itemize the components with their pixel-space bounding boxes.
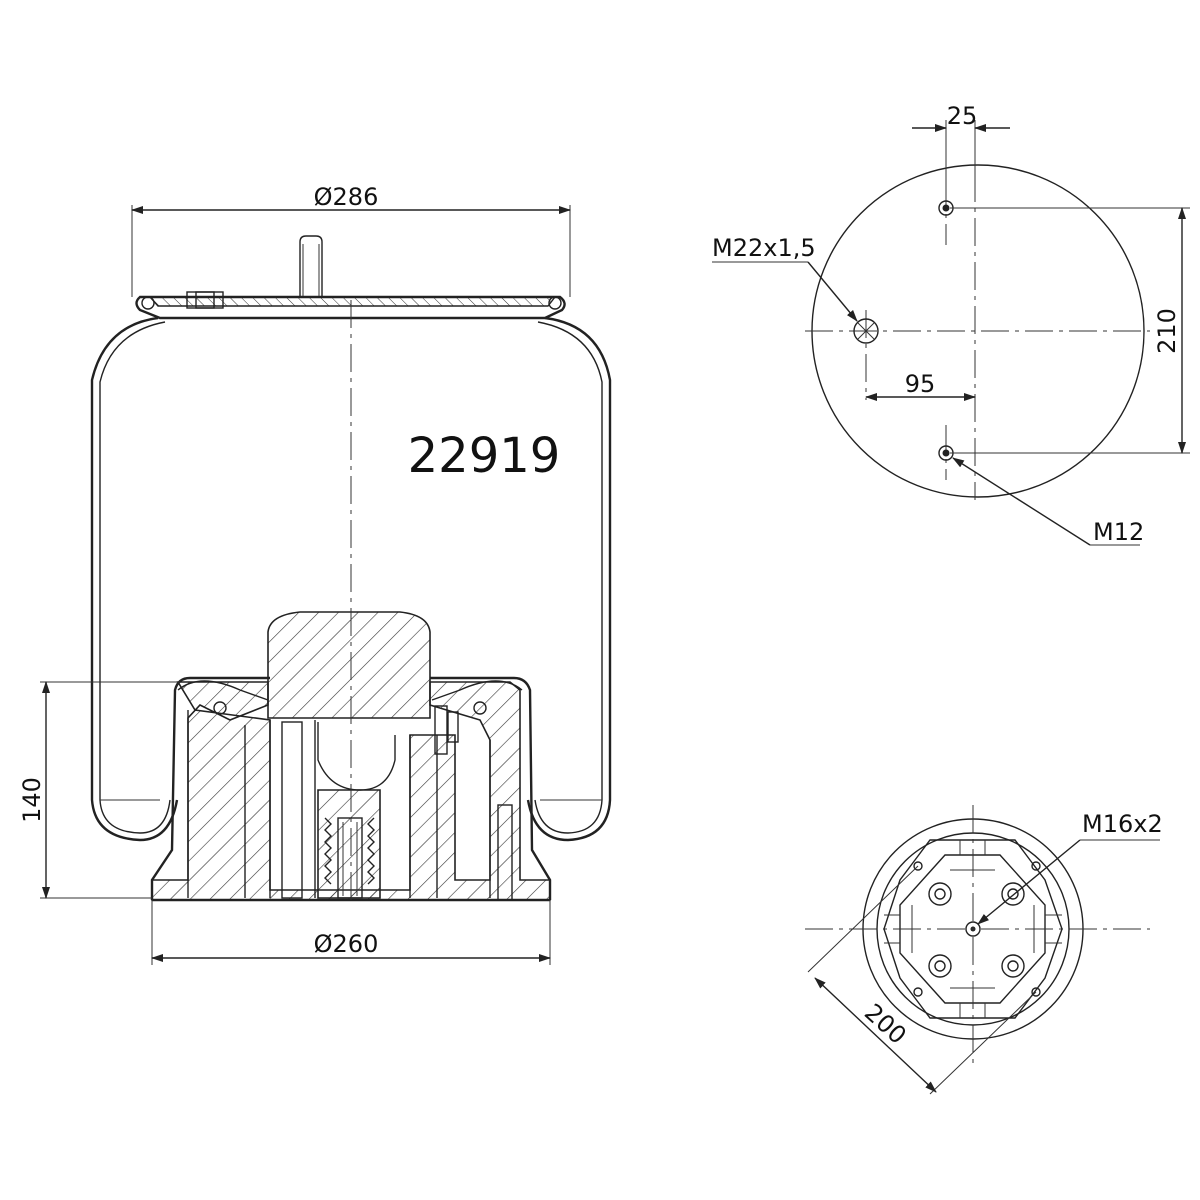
offset-95-label: 95 bbox=[905, 370, 936, 398]
dim-spacing-210: 210 bbox=[950, 207, 1190, 454]
height-label: 140 bbox=[18, 777, 46, 823]
bottom-diameter-label: Ø260 bbox=[314, 930, 379, 958]
side-view: Ø286 Ø260 140 22919 bbox=[18, 183, 612, 965]
dim-bottom-diameter: Ø260 bbox=[151, 900, 551, 965]
top-diameter-label: Ø286 bbox=[314, 183, 379, 211]
offset-25-label: 25 bbox=[947, 102, 978, 130]
dim-height: 140 bbox=[18, 681, 180, 899]
bolt-circle-200-label: 200 bbox=[859, 998, 912, 1049]
top-stud bbox=[299, 235, 323, 298]
dim-top-diameter: Ø286 bbox=[131, 183, 571, 297]
air-fitting-hole bbox=[853, 318, 879, 344]
bottom-bolt-thread-label: M16x2 bbox=[1082, 810, 1163, 838]
stud-thread-label: M12 bbox=[1093, 518, 1144, 546]
leader-m16: M16x2 bbox=[977, 810, 1163, 925]
rubber-bellows bbox=[90, 316, 612, 842]
bolt-hole-1 bbox=[928, 882, 952, 906]
leader-m12: M12 bbox=[952, 457, 1144, 546]
center-insert bbox=[317, 789, 381, 899]
spacing-210-label: 210 bbox=[1153, 308, 1181, 354]
top-plate bbox=[135, 291, 566, 320]
part-number: 22919 bbox=[408, 428, 561, 484]
dim-bolt-circle-200: 200 bbox=[807, 865, 1037, 1095]
air-fitting-thread-label: M22x1,5 bbox=[712, 234, 816, 262]
top-view: 25 210 95 M22x1,5 M12 bbox=[712, 102, 1190, 546]
bolt-hole-2 bbox=[1001, 882, 1025, 906]
bolt-hole-3 bbox=[928, 954, 952, 978]
dim-offset-25: 25 bbox=[912, 102, 1010, 200]
leader-m22: M22x1,5 bbox=[712, 234, 858, 322]
dim-offset-95: 95 bbox=[865, 370, 976, 401]
bottom-view: 200 M16x2 bbox=[805, 805, 1163, 1095]
bolt-hole-4 bbox=[1001, 954, 1025, 978]
